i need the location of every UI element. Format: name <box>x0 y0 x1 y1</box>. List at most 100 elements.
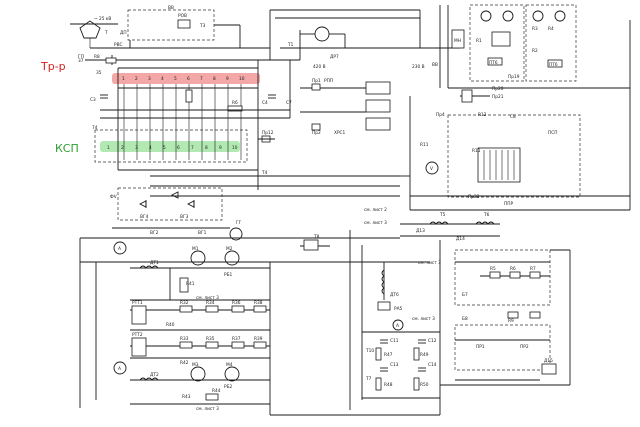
ptb-unit-b <box>547 59 563 68</box>
label-ammeter-center: A <box>396 323 399 329</box>
label-dr7: ДР7 <box>330 54 339 60</box>
transformer-annotation: Тр-р <box>40 60 66 73</box>
label-rtt1: РТТ1 <box>132 300 143 306</box>
label-vv: ВВ <box>168 5 174 11</box>
label-r34: R34 <box>206 300 215 306</box>
label-b7: Б7 <box>462 292 468 298</box>
svg-text:9: 9 <box>219 145 222 151</box>
svg-text:2: 2 <box>135 76 138 82</box>
label-r40: R40 <box>166 322 175 328</box>
svg-text:9: 9 <box>226 76 229 82</box>
svg-text:5: 5 <box>163 145 166 151</box>
ammeter-center <box>392 319 404 331</box>
rov-relay <box>177 19 191 29</box>
label-t4: Т4 <box>261 170 268 176</box>
meter-b1 <box>532 10 544 22</box>
label-r36: R36 <box>232 300 241 306</box>
label-ammeter-bottom: A <box>118 366 121 372</box>
motor-group-1 <box>130 250 270 301</box>
label-r3: R3 <box>532 26 538 32</box>
svg-text:1: 1 <box>107 145 110 151</box>
label-r5: R5 <box>490 266 496 272</box>
svg-text:7: 7 <box>191 145 194 151</box>
meter-b2 <box>554 10 566 22</box>
label-vg4: ВГ4 <box>140 214 149 220</box>
label-pr12: Пр12 <box>262 130 274 136</box>
label-r42: R42 <box>180 360 189 366</box>
generator-symbol <box>229 227 243 241</box>
switch-s <box>461 89 473 103</box>
label-t6: Т6 <box>483 212 490 218</box>
label-ammeter-top: A <box>118 246 121 252</box>
label-r11-b: R11 <box>472 148 481 154</box>
label-r9: R9 <box>508 318 514 324</box>
label-c7: C7 <box>286 100 292 106</box>
voltage-label: ~ 25 кВ <box>94 16 111 22</box>
transformer-highlight-band <box>112 73 260 84</box>
label-230v: 230 В <box>412 64 425 70</box>
label-r48: R48 <box>384 382 393 388</box>
label-pr2b: ПР2 <box>520 344 529 350</box>
psp-rectifier <box>477 147 521 183</box>
label-rpp: РПП <box>324 78 333 84</box>
label-dt6: ДТ6 <box>390 292 399 298</box>
controller-highlight-band <box>100 141 240 152</box>
label-r8: R8 <box>94 54 100 60</box>
label-d13: Д13 <box>416 228 425 234</box>
label-rov: РОВ <box>178 13 187 19</box>
svg-text:2: 2 <box>121 145 124 151</box>
ammeter-bottom <box>113 361 127 375</box>
label-b8: Б8 <box>462 316 468 322</box>
label-t8: Т8 <box>313 234 320 240</box>
label-c11: C11 <box>390 338 399 344</box>
label-r6b: R6 <box>510 266 516 272</box>
label-m2: М2 <box>226 246 233 252</box>
label-vg1: ВГ1 <box>198 230 207 236</box>
pump-motor-symbol <box>314 26 330 42</box>
label-pr1b: ПР1 <box>476 344 485 350</box>
t8-unit <box>303 239 319 251</box>
label-pr19: Пр19 <box>508 74 520 80</box>
right-resistors <box>489 271 541 319</box>
ra5-relay <box>377 301 391 311</box>
label-r43: R43 <box>182 394 191 400</box>
bridge-rectifier <box>491 31 511 47</box>
ptb-unit <box>487 57 503 66</box>
label-pr1: Пр1 <box>312 78 321 84</box>
label-voltmeter: V <box>430 166 433 172</box>
label-r12: R12 <box>478 112 487 118</box>
svg-text:4: 4 <box>149 145 152 151</box>
resistor-r8 <box>105 57 117 64</box>
label-rtt2: РТТ2 <box>132 332 143 338</box>
motor-group-2 <box>130 366 270 405</box>
label-r4: R4 <box>548 26 554 32</box>
sheet-ref-3d: см. лист 3 <box>196 406 219 412</box>
svg-text:7: 7 <box>200 76 203 82</box>
label-t7: Т7 <box>365 376 372 382</box>
ksp-block <box>94 129 248 163</box>
ammeter-top <box>113 241 127 255</box>
label-r39: R39 <box>254 336 263 342</box>
label-xrs1: ХРС1 <box>334 130 346 136</box>
svg-text:6: 6 <box>177 145 180 151</box>
label-t: Т <box>104 30 108 36</box>
label-psp: ПСП <box>548 130 557 136</box>
fuse-pr2 <box>311 123 321 131</box>
label-d15: Д15 <box>544 358 553 364</box>
label-rvs: РВС <box>114 42 123 48</box>
label-ra5: РА5 <box>394 306 403 312</box>
label-m4: М4 <box>226 362 233 368</box>
label-pr21: Пр21 <box>492 94 504 100</box>
label-bv: ВВ <box>432 62 438 68</box>
label-pt6b: ПТ6 <box>549 62 558 68</box>
voltmeter <box>425 161 439 175</box>
relay-stack <box>365 81 391 131</box>
resistor-r6 <box>227 105 243 112</box>
label-74: 74 <box>92 125 98 131</box>
meter-a1 <box>480 10 492 22</box>
label-r38: R38 <box>254 300 263 306</box>
mn-unit <box>451 29 465 49</box>
label-c13: C13 <box>390 362 399 368</box>
svg-text:3: 3 <box>148 76 151 82</box>
